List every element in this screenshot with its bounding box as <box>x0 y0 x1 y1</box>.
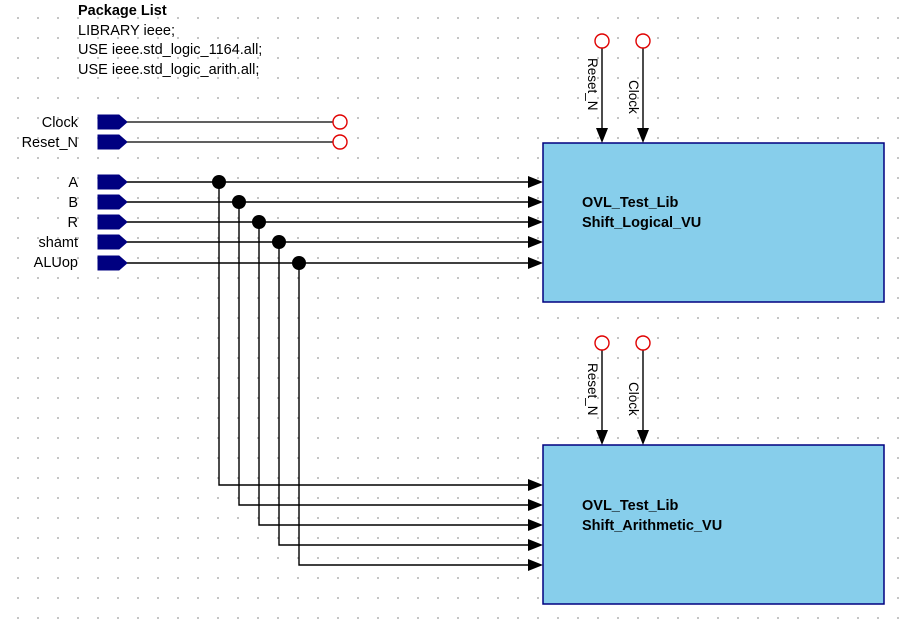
wire-r-bottom <box>258 222 530 526</box>
input-port-reset[interactable] <box>97 134 128 150</box>
wire-aluop-bottom <box>298 263 530 566</box>
arrow-block1-clock <box>637 128 649 143</box>
open-pin-clock[interactable] <box>332 114 348 130</box>
input-port-clock[interactable] <box>97 114 128 130</box>
block-shift-logical-library: OVL_Test_Lib <box>582 195 679 211</box>
open-pin-block1-reset[interactable] <box>594 33 610 49</box>
block-shift-logical-name: Shift_Logical_VU <box>582 215 701 231</box>
open-pin-reset[interactable] <box>332 134 348 150</box>
open-pin-block2-reset[interactable] <box>594 335 610 351</box>
port-label-clock: Clock <box>42 115 79 131</box>
port-label-a: A <box>68 175 78 191</box>
port-label-r: R <box>68 215 78 231</box>
arrow-shamt-bottom <box>528 539 543 551</box>
arrow-block2-reset <box>596 430 608 445</box>
port-label-b: B <box>68 195 78 211</box>
pin-label-block2-reset: Reset_N <box>585 363 600 416</box>
wire-b-bottom <box>238 202 530 506</box>
port-label-aluop: ALUop <box>34 255 78 271</box>
junction-b <box>232 195 246 209</box>
wire-a-bottom <box>218 182 530 486</box>
arrow-block2-clock <box>637 430 649 445</box>
port-label-shamt: shamt <box>39 235 79 251</box>
input-port-b[interactable] <box>97 194 128 210</box>
arrow-a-top <box>528 176 543 188</box>
arrow-r-bottom <box>528 519 543 531</box>
arrow-aluop-top <box>528 257 543 269</box>
pin-label-block1-clock: Clock <box>626 80 641 114</box>
input-port-aluop[interactable] <box>97 255 128 271</box>
package-list: Package List LIBRARY ieee; USE ieee.std_… <box>78 2 262 80</box>
open-pin-block2-clock[interactable] <box>635 335 651 351</box>
arrow-b-bottom <box>528 499 543 511</box>
arrow-shamt-top <box>528 236 543 248</box>
open-pin-block1-clock[interactable] <box>635 33 651 49</box>
input-port-a[interactable] <box>97 174 128 190</box>
input-port-shamt[interactable] <box>97 234 128 250</box>
pin-label-block1-reset: Reset_N <box>585 58 600 111</box>
package-line-use-1164: USE ieee.std_logic_1164.all; <box>78 42 263 58</box>
block-shift-logical[interactable] <box>542 142 885 303</box>
wire-shamt-bottom <box>278 242 530 546</box>
package-line-library: LIBRARY ieee; <box>78 22 175 39</box>
package-line-use-arith: USE ieee.std_logic_arith.all; <box>78 61 260 78</box>
junction-shamt <box>272 235 286 249</box>
arrow-aluop-bottom <box>528 559 543 571</box>
package-list-title: Package List <box>78 3 167 19</box>
block-shift-arithmetic[interactable] <box>542 444 885 605</box>
junction-r <box>252 215 266 229</box>
pin-label-block2-clock: Clock <box>626 382 641 416</box>
arrow-a-bottom <box>528 479 543 491</box>
block-shift-arithmetic-name: Shift_Arithmetic_VU <box>582 518 722 534</box>
port-label-reset: Reset_N <box>22 135 78 151</box>
arrow-block1-reset <box>596 128 608 143</box>
arrow-b-top <box>528 196 543 208</box>
input-port-r[interactable] <box>97 214 128 230</box>
block-shift-arithmetic-library: OVL_Test_Lib <box>582 498 679 514</box>
junction-a <box>212 175 226 189</box>
arrow-r-top <box>528 216 543 228</box>
junction-aluop <box>292 256 306 270</box>
